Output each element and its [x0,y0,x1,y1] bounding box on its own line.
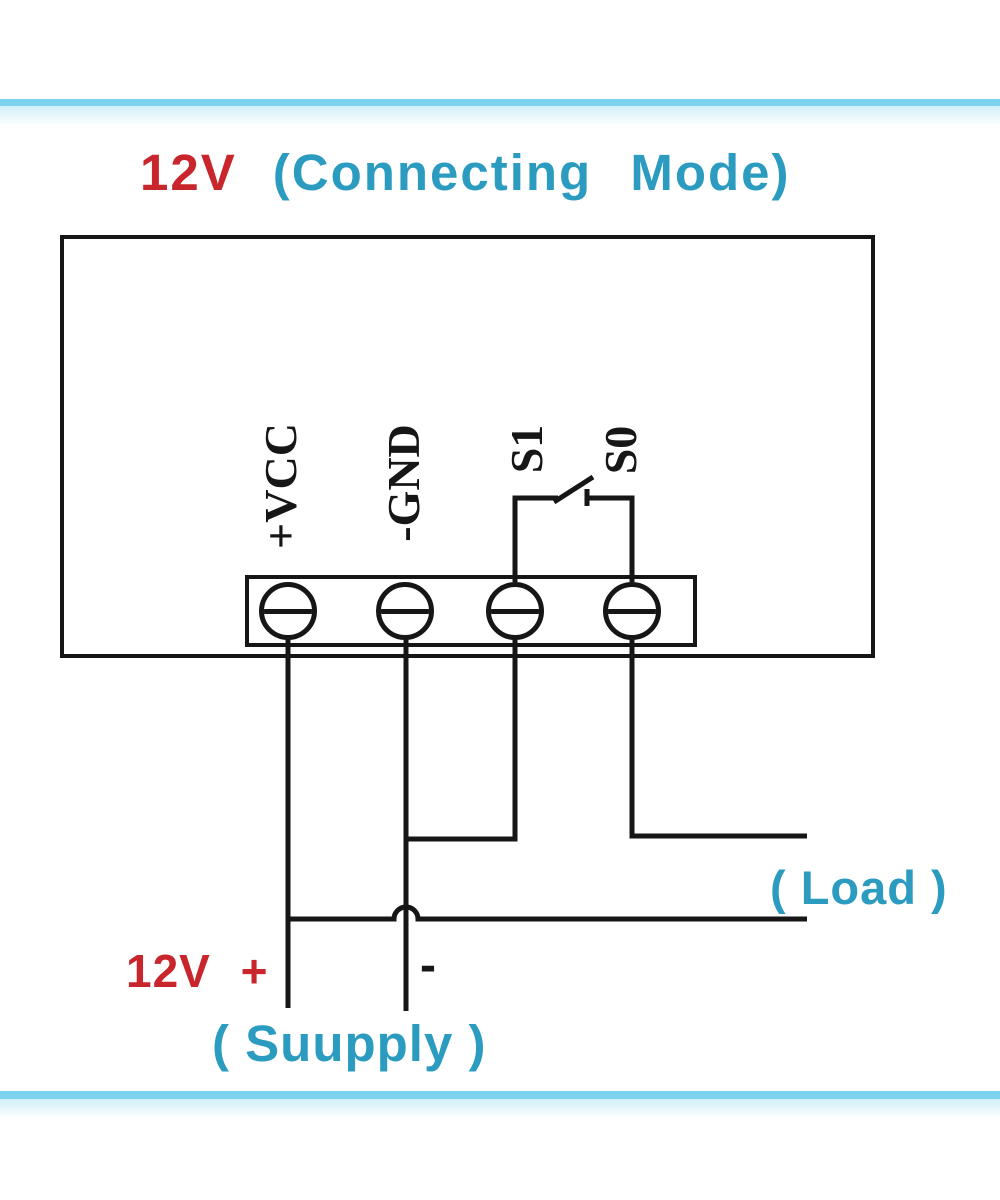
wire-s0-to-load [629,636,807,839]
supply-positive-label: 12V + [126,945,269,997]
screw-slot [381,608,429,614]
title-mode: (Connecting Mode) [272,144,791,201]
title-voltage: 12V [140,144,237,201]
bottom-border-bar [0,1091,1000,1099]
top-border-fade [0,106,1000,126]
screw-slot [608,608,656,614]
terminal-screw-s0 [603,582,661,640]
screw-slot [491,608,539,614]
top-border-bar [0,99,1000,106]
pin-label-s0: S0 [595,425,646,475]
terminal-screw-s1 [486,582,544,640]
wire-s1-to-gnd-jumper [406,636,518,842]
wire-vcc-to-load-with-hop [288,904,807,922]
terminal-screw-vcc [259,582,317,640]
supply-label: ( Suupply ) [212,1015,487,1072]
diagram-title: 12V (Connecting Mode) [140,143,791,202]
load-label: ( Load ) [770,861,948,914]
bottom-border-fade [0,1099,1000,1119]
screw-slot [264,608,312,614]
pin-label-gnd: -GND [378,424,429,542]
terminal-screw-gnd [376,582,434,640]
supply-negative-label: - [420,939,436,992]
pin-label-s1: S1 [501,424,552,474]
pin-label-vcc: +VCC [255,423,306,549]
